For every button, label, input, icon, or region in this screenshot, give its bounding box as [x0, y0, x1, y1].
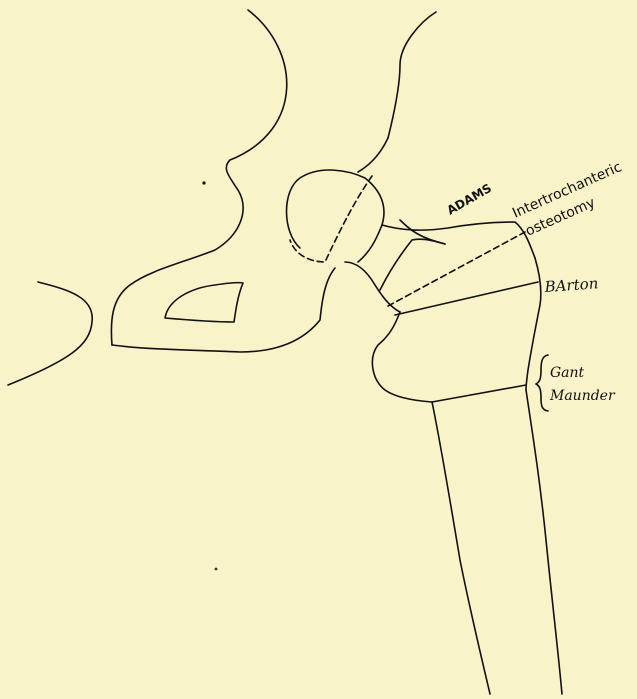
ink-dot — [202, 181, 205, 184]
femoral-neck-upper — [382, 222, 535, 258]
gant-maunder-brace — [536, 355, 548, 411]
ischium-contour — [112, 268, 335, 352]
gant-maunder-osteotomy-line — [432, 385, 526, 402]
femoral-shaft-lateral — [526, 390, 562, 694]
label-barton: BArton — [543, 274, 599, 296]
ink-dot — [215, 568, 218, 571]
label-maunder: Maunder — [549, 388, 616, 404]
acetabular-rim — [388, 12, 436, 138]
adams-osteotomy-line — [400, 220, 445, 244]
pubic-bone-left — [8, 282, 92, 385]
femoral-head-dashed-outline — [290, 176, 372, 262]
acetabular-roof — [358, 138, 388, 172]
greater-trochanter-lateral — [526, 258, 541, 390]
label-adams: ADAMS — [445, 181, 495, 218]
neck-inner-line — [380, 239, 445, 290]
femoral-head — [287, 170, 385, 262]
barton-osteotomy-line — [395, 282, 538, 315]
ilium-upper-contour — [111, 10, 286, 345]
obturator-foramen — [165, 283, 243, 322]
lesser-trochanter — [372, 312, 432, 402]
label-gant: Gant — [550, 365, 585, 381]
femoral-shaft-medial — [432, 402, 490, 694]
